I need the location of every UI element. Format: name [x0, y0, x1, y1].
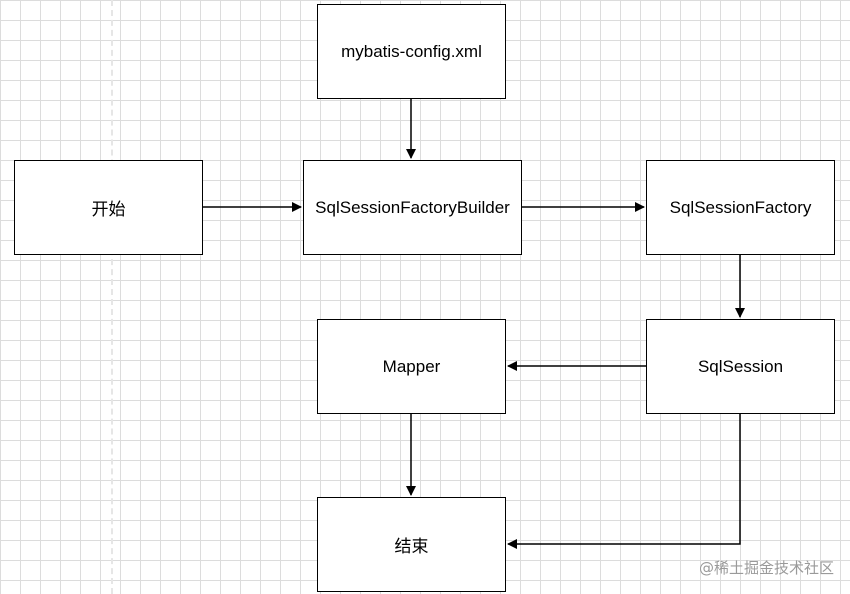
node-label: SqlSession	[697, 356, 784, 376]
node-start[interactable]: 开始	[14, 160, 203, 255]
node-end[interactable]: 结束	[317, 497, 506, 592]
watermark-text: @稀土掘金技术社区	[698, 559, 834, 577]
canvas-guide-line	[111, 0, 113, 594]
node-label: SqlSessionFactoryBuilder	[315, 197, 510, 217]
node-sqlsession[interactable]: SqlSession	[646, 319, 835, 414]
node-label: 结束	[394, 537, 429, 556]
node-label: mybatis-config.xml	[341, 41, 482, 61]
node-mybatis-config[interactable]: mybatis-config.xml	[317, 4, 506, 99]
node-mapper[interactable]: Mapper	[317, 319, 506, 414]
edge-session-to-end	[507, 414, 741, 549]
node-label: SqlSessionFactory	[669, 197, 812, 217]
node-label: 开始	[91, 200, 126, 219]
node-label: Mapper	[382, 356, 441, 376]
node-sqlsessionfactory[interactable]: SqlSessionFactory	[646, 160, 835, 255]
node-sqlsessionfactorybuilder[interactable]: SqlSessionFactoryBuilder	[303, 160, 522, 255]
